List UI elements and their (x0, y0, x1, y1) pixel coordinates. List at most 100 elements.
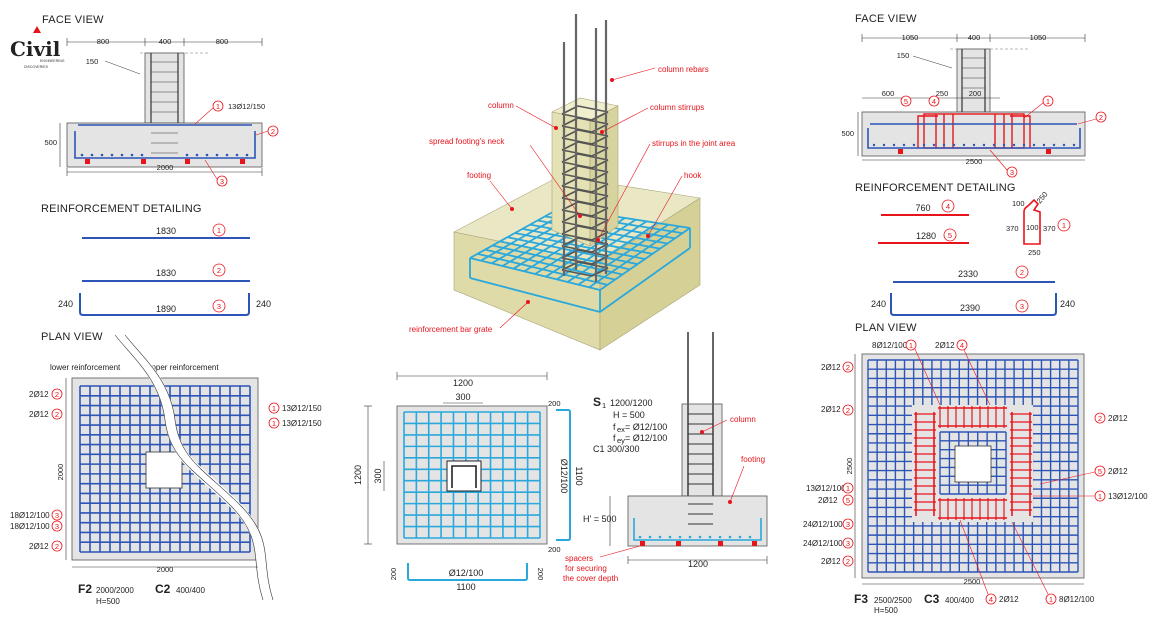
f2-callout-3: 3 (220, 177, 224, 186)
rebar-dot (1072, 143, 1076, 147)
iso-stirrup (577, 153, 609, 161)
f1-fey-val: = Ø12/100 (625, 433, 667, 443)
iso-hook (599, 247, 691, 313)
f3-plan-view: PLAN VIEW 2500 2500 8Ø12/100 1 2Ø12 4 2Ø… (803, 322, 1148, 615)
f3-pl-0-label: 2Ø12 (821, 363, 841, 372)
f3-pb-1-label: 8Ø12/100 (1059, 595, 1095, 604)
iso-hook (469, 277, 601, 313)
iso-stirrup (577, 237, 609, 245)
f1-section-label-footing: footing (741, 455, 765, 464)
f1-bar-label: Ø12/100 (449, 568, 484, 578)
f1-section-width: 1200 (688, 559, 708, 569)
f3-st-250b: 250 (1028, 248, 1041, 257)
f2-bar-1-length: 1830 (156, 226, 176, 236)
f3-reinforcement-detailing: REINFORCEMENT DETAILING 760 4 1280 5 100… (855, 182, 1075, 316)
f1-section-view: H' = 500 1200 column footing spacers for… (563, 332, 768, 583)
iso-stirrup (577, 201, 609, 209)
f2-plan-dim-side: 2000 (56, 464, 65, 481)
rebar-dot (648, 535, 652, 539)
f2-face-view: FACE VIEW 800 400 800 150 (42, 14, 279, 187)
f1-fex-val: = Ø12/100 (625, 422, 667, 432)
f3-plan-spec: F3 2500/2500 H=500 C3 400/400 (854, 592, 974, 615)
iso-column-rebars (562, 14, 608, 282)
f3-pl-2-no: 1 (846, 484, 850, 493)
f3-pl-1-label: 2Ø12 (821, 405, 841, 414)
f3-plan-dim-side: 2500 (845, 458, 854, 475)
f3-pt-0-label: 8Ø12/100 (872, 341, 908, 350)
f2-pl-1-label: 2Ø12 (29, 410, 49, 419)
f3-pb-0-no: 4 (989, 595, 993, 604)
rebar-dot (972, 143, 976, 147)
f2-break-band (116, 331, 273, 602)
f3-st-100: 100 (1012, 199, 1025, 208)
iso-rebar (556, 220, 648, 281)
f3-dim-mid: 400 (968, 33, 981, 42)
rebar-dot (872, 143, 876, 147)
iso-column-right (589, 105, 619, 247)
rebar-dot (678, 535, 682, 539)
f2-dim-left: 800 (97, 37, 110, 46)
rebar-dot (1012, 143, 1016, 147)
f3-bar-4-len: 760 (915, 203, 930, 213)
f3-pl-3-no: 5 (846, 496, 850, 505)
rebar-dot (1062, 143, 1066, 147)
f3-detailing-title: REINFORCEMENT DETAILING (855, 182, 1016, 194)
iso-stirrup (577, 249, 609, 257)
f1-dim-side: 1200 (353, 465, 363, 485)
rebar-dot (668, 535, 672, 539)
rebar-dot (932, 143, 936, 147)
iso-stirrup (577, 177, 609, 185)
f3-pl-6-no: 2 (846, 557, 850, 566)
f1-spacers-2: for securing (565, 564, 607, 573)
f3-bar-3-hook-right: 240 (1060, 299, 1075, 309)
f2-plan-title: PLAN VIEW (41, 331, 103, 343)
f3-red-stirrups (917, 113, 1031, 149)
rebar-dot (922, 143, 926, 147)
iso-label-column-stirrups: column stirrups (650, 103, 704, 112)
f3-column-size: 400/400 (945, 596, 974, 605)
f2-pr-1-label: 13Ø12/150 (282, 419, 322, 428)
rebar-dot (1052, 143, 1056, 147)
f3-plan-title: PLAN VIEW (855, 322, 917, 334)
rebar-dot (1032, 143, 1036, 147)
f3-face-c2: 2 (1099, 113, 1103, 122)
f3-bar-3-hook-left: 240 (871, 299, 886, 309)
iso-stirrup (577, 189, 609, 197)
logo-text: Civil (10, 37, 61, 61)
f2-bar-2-length: 1830 (156, 268, 176, 278)
f3-pl-4-label: 24Ø12/100 (803, 520, 843, 529)
f1-size: 1200/1200 (610, 398, 653, 408)
f1-hook-left: 200 (389, 568, 398, 581)
f3-dim-height: 500 (841, 129, 854, 138)
f3-pr-1-no: 5 (1098, 467, 1102, 476)
iso-stirrup (577, 261, 609, 269)
f1-spacers-1: spacers (565, 554, 593, 563)
f3-pl-6-label: 2Ø12 (821, 557, 841, 566)
f1-h: H = 500 (613, 410, 645, 420)
f2-pr-1-no: 1 (272, 419, 276, 428)
f1-vertical-bar (556, 409, 571, 541)
f2-dim-neck: 150 (86, 57, 99, 66)
f2-pl-2-no: 3 (55, 511, 59, 520)
f2-pl-1-no: 2 (55, 410, 59, 419)
f3-pl-3-label: 2Ø12 (818, 496, 838, 505)
f3-stirrup-shape (1023, 198, 1041, 245)
f1-spacers-3: the cover depth (563, 574, 618, 583)
rebar-dot (882, 143, 886, 147)
rebar-dot (952, 143, 956, 147)
f1-dim-side-inner: 300 (373, 468, 383, 483)
f3-pr-0-label: 2Ø12 (1108, 414, 1128, 423)
f2-face-title: FACE VIEW (42, 14, 104, 26)
f1-bar-vert-label: Ø12/100 (559, 459, 569, 494)
f2-rebar-grid (79, 385, 251, 553)
iso-stirrup (577, 117, 609, 125)
f3-st-100b: 100 (1026, 223, 1039, 232)
rebar-dot (738, 535, 742, 539)
f3-footing-h: H=500 (874, 606, 898, 615)
f2-footing-id: F2 (78, 582, 92, 596)
f3-pr-2-label: 13Ø12/100 (1108, 492, 1148, 501)
f2-pl-4-no: 2 (55, 542, 59, 551)
f1-id: S (593, 395, 601, 409)
f2-pr-0-label: 13Ø12/150 (282, 404, 322, 413)
f2-bar-2-no: 2 (217, 266, 221, 275)
